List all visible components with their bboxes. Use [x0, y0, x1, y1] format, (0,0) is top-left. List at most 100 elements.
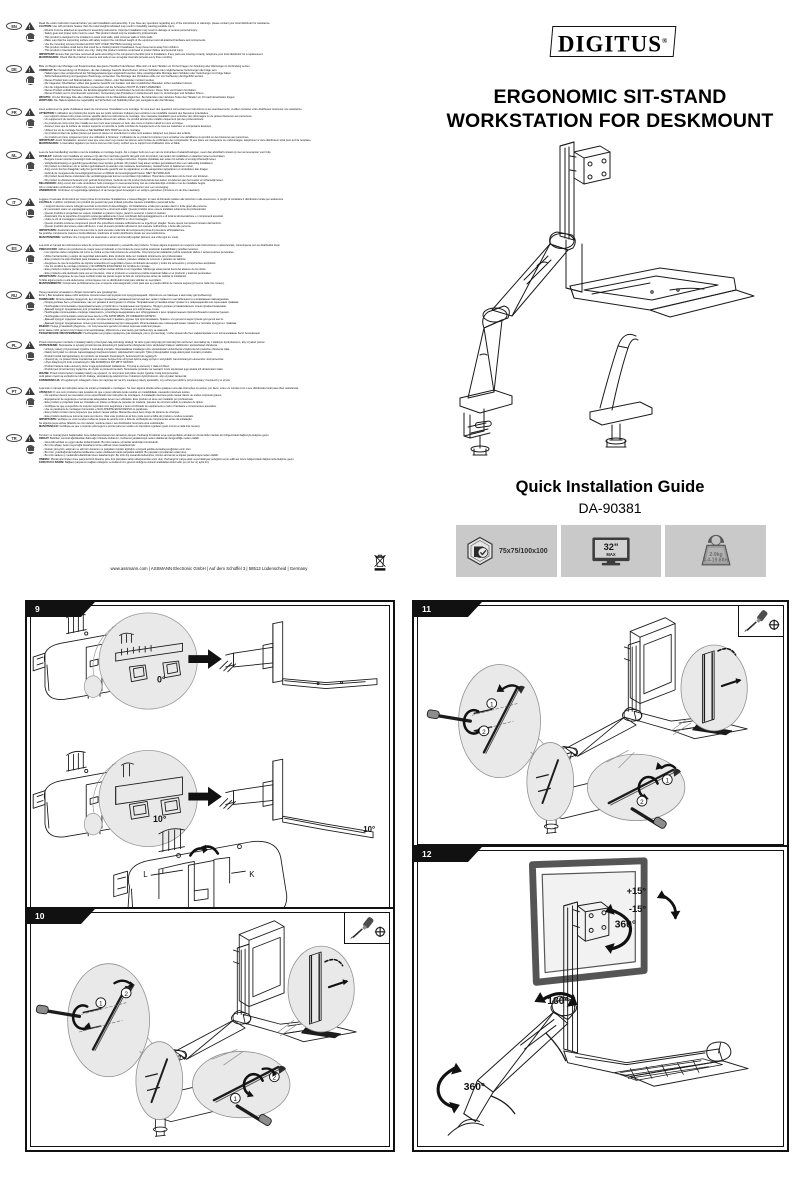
language-block-fr: FRLisez entièrement le guide d'utilisate… — [6, 108, 418, 148]
panel-12-figure: 360° +15° -15° 1 — [417, 850, 784, 1147]
instruction-line: IMPORTANT: Avant l'installation, assurez… — [39, 139, 312, 143]
warning-triangle-icon — [25, 108, 35, 117]
language-badge-nl: NL — [6, 151, 22, 160]
language-text-pt: Leia todo o manual de instruções antes d… — [39, 387, 418, 428]
instruction-line: IMPORTANTE: Assicurarsi di aver ricevuto… — [39, 228, 186, 232]
language-text-nl: Lees de hele handleiding voordat u met d… — [39, 151, 418, 192]
instruction-line: - Dit product is uitsluitend bedoeld voo… — [43, 178, 224, 182]
read-manual-icon — [25, 119, 35, 129]
warning-triangle-icon — [25, 290, 35, 300]
panel-10-number: 10 — [27, 909, 95, 924]
read-manual-icon — [25, 398, 35, 408]
page-title: ERGONOMIC SIT-STAND WORKSTATION FOR DESK… — [418, 85, 802, 133]
instruction-line: - Produkt zawiera małe elementy, które m… — [43, 364, 170, 368]
instruction-line: Lea todo el manual de instrucciones ante… — [39, 244, 281, 248]
warning-triangle-icon — [25, 340, 35, 349]
instruction-line: ТЕХНИЧЕСКОЕ ОБСЛУЖИВАНИЕ: Необходимо рег… — [39, 331, 261, 335]
instruction-line: - Este produto é projetado para ser inst… — [43, 401, 204, 405]
instruction-line: - Należy korzystać ze sprzętu zapewniają… — [43, 351, 213, 355]
panel-step-10: 10 — [25, 907, 395, 1152]
language-badge-pt: PT — [6, 387, 22, 396]
instruction-line: KONSERWACJA: W regularnych odstępach cza… — [39, 378, 231, 382]
language-badge-ru: RU — [6, 290, 22, 299]
instruction-line: - Die tragenden Oberflächen sollten das … — [43, 82, 193, 86]
digitus-logo: DIGITUS® — [549, 26, 677, 57]
language-icon-group — [25, 65, 37, 87]
instruction-line: IMPORTANTE: Asegúrese de que haya recibi… — [39, 275, 187, 279]
language-badge-pl: PL — [6, 340, 22, 349]
instruction-line: ATTENTION: L'utilisation de produits plu… — [39, 111, 209, 115]
instruction-line: Lisez entièrement le guide d'utilisateur… — [39, 108, 303, 112]
read-manual-icon — [25, 444, 35, 454]
installation-step-panels: 9 — [0, 595, 802, 1182]
instruction-line: Lees de hele handleiding voordat u met d… — [39, 151, 272, 155]
instruction-line: Jeśli jakieś części są uszkodzone lub ic… — [39, 375, 188, 379]
instruction-line: WAŻNE: Przed rozpoczęciem instalacji nal… — [39, 371, 179, 375]
instruction-line: - Make sure that the supporting surface … — [43, 39, 207, 43]
language-icon-group — [25, 387, 37, 409]
guide-title: Quick Installation Guide — [515, 478, 705, 496]
instruction-line: - Данный продукт предназначен только для… — [43, 321, 237, 325]
instruction-line: - Assicurarsi che la superficie di suppo… — [43, 214, 224, 218]
panel-9-angle-10b: 10° — [363, 825, 375, 834]
panel-9-label-K: K — [249, 870, 255, 879]
language-icon-group — [25, 197, 37, 220]
instruction-line: DİKKAT: Belirtilen nominal ağırlıklardan… — [39, 437, 200, 441]
instruction-line: - This product is intended for indoor us… — [43, 49, 184, 53]
instruction-line: - Questo prodotto contiene componenti pi… — [43, 221, 222, 225]
instruction-line: KORUYUCU BAKIM: Bağlantı parçasının sağl… — [39, 461, 210, 465]
instruction-line: - Dieses Produkt kann auf Ständerwänden,… — [43, 78, 155, 82]
instruction-line: ВНИМАНИЕ: Использование продуктов, вес к… — [39, 297, 230, 301]
registered-mark-icon: ® — [661, 37, 669, 45]
instruction-line: - Bu ürün sadece iç mekanda kullanılmak … — [43, 454, 219, 458]
instruction-line: - Zorg ervoor dat het draagvlak veilig h… — [43, 168, 209, 172]
instruction-line: - Certifique-se que a superfície de supo… — [43, 404, 217, 408]
panel-9-number: 9 — [27, 602, 95, 617]
spec-weight-capacity: 2-9kg 4.4-19.8lbs — [665, 525, 767, 577]
title-and-product-column: DIGITUS® ERGONOMIC SIT-STAND WORKSTATION… — [418, 0, 802, 592]
language-block-it: ITLeggere il manuale di istruzioni per i… — [6, 197, 418, 241]
svg-text:2: 2 — [273, 1075, 277, 1082]
company-footer: www.assmann.com | ASSMANN Electronic Gmb… — [110, 566, 308, 571]
instruction-line: - Ce produit contient de petites pièces … — [43, 132, 192, 136]
panel-9-angle-0: 0° — [157, 675, 166, 685]
panel-12-base-rotate-360: 360° — [464, 1082, 485, 1093]
read-manual-icon — [25, 351, 35, 361]
instruction-line: - Los soportes deben acoplarse tal como … — [43, 251, 235, 255]
instruction-line: - E' necessario usare un equipaggiamento… — [43, 208, 207, 212]
panel-11-tool-callout — [738, 605, 784, 637]
crossed-out-wheelie-bin-icon — [374, 554, 386, 571]
instruction-line: - Asegúrese de que la superficie de sopo… — [43, 261, 217, 265]
panel-9-angle-10a: 10° — [153, 814, 167, 824]
instruction-line: - Dieses Produkt enthält Kleinteile, die… — [43, 89, 197, 93]
instruction-line: - Assurez-vous que la surface de soutien… — [43, 125, 212, 129]
instruction-line: OSTRZEŻENIE: Stosowanie w sytuacji przek… — [39, 344, 218, 348]
instruction-line: - Utilisez les vis de montage fournies e… — [43, 128, 141, 132]
instruction-line: - Mounts must be attached as specified i… — [43, 28, 198, 32]
instruction-line: IMPORTANTE: Verifique se você recebeu to… — [39, 418, 193, 422]
panel-11-marker-1: 1 — [490, 701, 494, 708]
instruction-line: - Sicherheitsausrüstung und geeignete We… — [43, 75, 204, 79]
language-icon-group — [25, 22, 37, 44]
instruction-line: VORSICHT: Bei Verwendung mit Produkten, … — [39, 68, 218, 72]
language-icon-group — [25, 108, 37, 130]
product-title-line-2: WORKSTATION FOR DESKMOUNT — [446, 110, 774, 132]
spec-vesa: 75x75/100x100 — [456, 525, 557, 577]
panel-12-rotate-360: 360° — [615, 919, 636, 930]
spec-monitor-sub: MAX — [606, 552, 616, 557]
language-block-es: ESLea todo el manual de instrucciones an… — [6, 244, 418, 287]
language-block-pt: PT Leia todo o manual de instruções antes… — [6, 387, 418, 430]
instruction-line: - Необходимо использовать опорную поверх… — [43, 311, 230, 315]
read-manual-icon — [25, 208, 35, 218]
instruction-line: - Bu ürün ahşap, beton veya tuğla duvarl… — [43, 444, 136, 448]
instruction-line: - Use los tornillos de montaje provistos… — [43, 264, 151, 268]
language-icon-group — [25, 340, 37, 363]
instruction-line: - Beugels moeten worden bevestigd zoals … — [43, 158, 217, 162]
svg-text:2: 2 — [640, 799, 644, 806]
instruction-line: - Equipamento de segurança e ferramentas… — [43, 397, 194, 401]
instruction-line: - Este produto contém itens pequenos que… — [43, 411, 180, 415]
instruction-line: IMPORTANT: Ensure that you have received… — [39, 52, 264, 56]
instruction-line: Leggere il manuale di istruzioni per int… — [39, 197, 284, 201]
logo-wordmark: DIGITUS — [557, 31, 662, 57]
language-badge-en: EN — [6, 22, 22, 30]
